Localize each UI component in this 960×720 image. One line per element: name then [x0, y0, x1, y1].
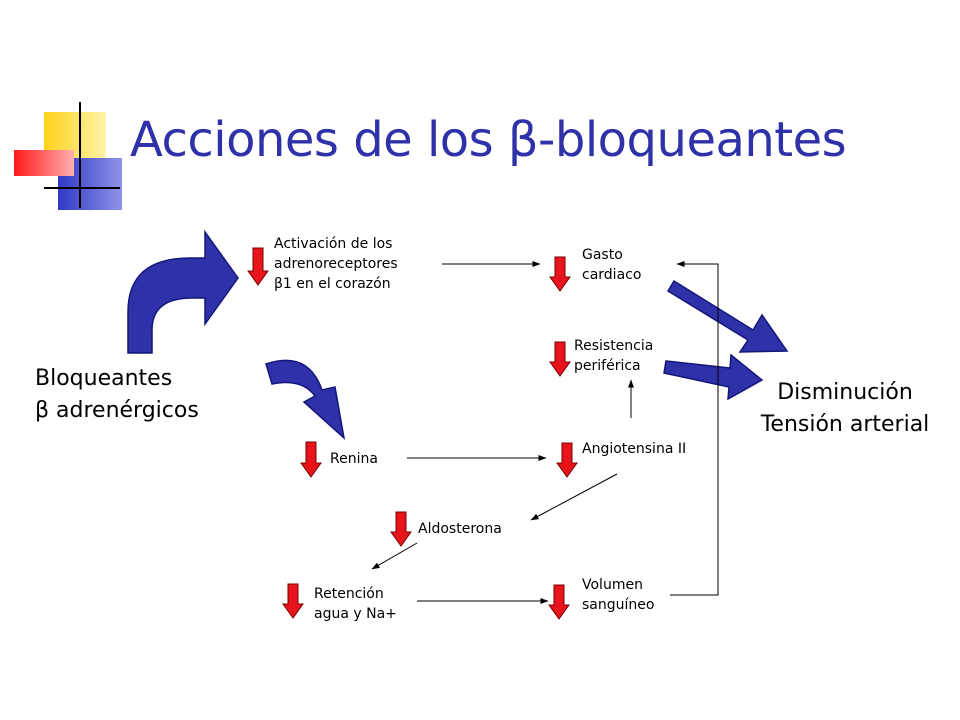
slide-title: Acciones de los β-bloqueantes [130, 112, 847, 168]
node-gasto: Gasto cardiaco [582, 245, 641, 285]
connector-angiotensina-aldosterona [530, 473, 618, 521]
node-retencion-line: agua y Na+ [314, 606, 397, 622]
node-retencion: Retención agua y Na+ [314, 584, 397, 624]
decrease-arrows [247, 247, 578, 620]
down-arrow-icon [549, 256, 571, 292]
down-arrow-icon [390, 511, 412, 547]
node-gasto-line: cardiaco [582, 267, 642, 283]
connector-volumen-gasto [670, 261, 719, 596]
result-line2: Tensión arterial [760, 412, 930, 437]
red-square [14, 150, 74, 176]
down-arrow-icon [549, 341, 571, 377]
source-label: Bloqueantes β adrenérgicos [35, 363, 199, 427]
result-label: Disminución Tensión arterial [750, 377, 940, 441]
down-arrow-icon [247, 247, 269, 286]
node-aldosterona-line: Aldosterona [418, 521, 502, 537]
curved-arrow-down-icon [265, 359, 346, 441]
curved-arrow-up-icon [127, 229, 239, 354]
down-arrow-icon [300, 441, 322, 478]
node-volumen-line: sanguíneo [582, 597, 655, 613]
node-activacion-line: adrenoreceptores [274, 256, 398, 272]
node-retencion-line: Retención [314, 586, 384, 602]
source-line1: Bloqueantes [35, 366, 173, 391]
node-activacion-line: Activación de los [274, 236, 393, 252]
connector-aldosterona-retencion [371, 542, 418, 570]
arrow-gasto-to-result-icon [666, 279, 789, 353]
node-activacion-line: β1 en el corazón [274, 276, 391, 292]
result-line1: Disminución [777, 380, 913, 405]
node-resistencia-line: periférica [574, 358, 641, 374]
node-volumen-line: Volumen [582, 577, 643, 593]
decorative-logo [14, 102, 122, 210]
node-activacion: Activación de los adrenoreceptores β1 en… [274, 234, 398, 294]
node-volumen: Volumen sanguíneo [582, 575, 654, 615]
node-resistencia-line: Resistencia [574, 338, 654, 354]
down-arrow-icon [282, 583, 304, 619]
node-renina-line: Renina [330, 451, 378, 467]
down-arrow-icon [556, 442, 578, 478]
node-aldosterona: Aldosterona [418, 519, 502, 539]
node-resistencia: Resistencia periférica [574, 336, 653, 376]
source-line2: β adrenérgicos [35, 398, 199, 423]
down-arrow-icon [548, 584, 570, 620]
arrow-resistencia-to-result-icon [663, 353, 764, 401]
node-angiotensina-line: Angiotensina II [582, 441, 687, 457]
node-gasto-line: Gasto [582, 247, 623, 263]
node-angiotensina: Angiotensina II [582, 439, 686, 459]
node-renina: Renina [330, 449, 378, 469]
